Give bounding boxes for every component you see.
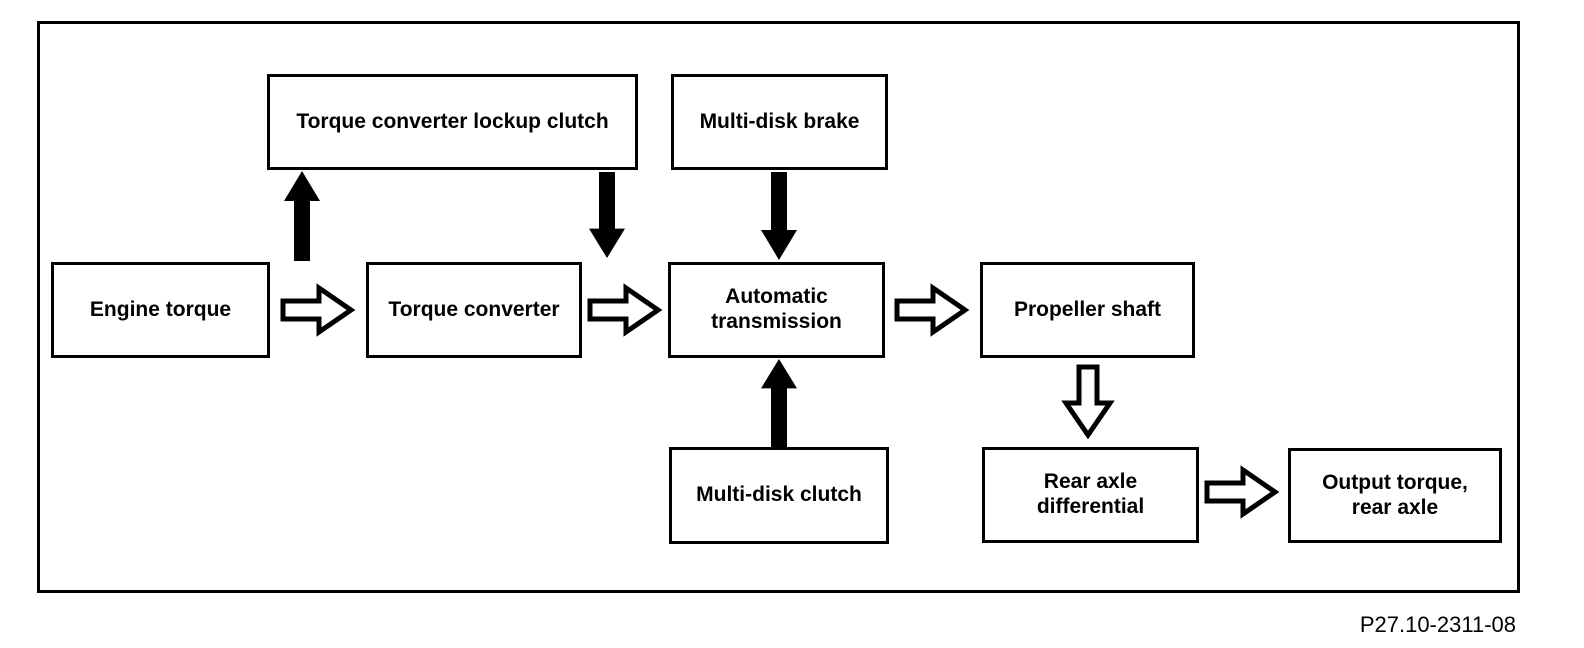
- arrow-automatic-transmission-to-propeller-shaft: [893, 282, 971, 338]
- node-label-engine-torque: Engine torque: [89, 297, 232, 321]
- node-label-output-torque-rear-axle: Output torque, rear axle: [1322, 470, 1468, 519]
- node-label-multi-disk-brake: Multi-disk brake: [699, 109, 860, 133]
- arrow-multi-disk-brake-to-automatic-transmission: [761, 172, 797, 260]
- node-propeller-shaft: Propeller shaft: [980, 262, 1195, 358]
- arrow-down-from-torque-converter-lockup-clutch: [589, 172, 625, 258]
- node-label-multi-disk-clutch: Multi-disk clutch: [696, 483, 862, 507]
- node-label-torque-converter-lockup-clutch: Torque converter lockup clutch: [296, 109, 609, 133]
- figure-code: P27.10-2311-08: [1359, 612, 1516, 637]
- node-label-torque-converter: Torque converter: [388, 297, 560, 321]
- node-multi-disk-clutch: Multi-disk clutch: [669, 447, 889, 544]
- node-label-automatic-transmission: Automatic transmission: [711, 285, 842, 333]
- arrow-multi-disk-clutch-to-automatic-transmission: [761, 359, 797, 447]
- node-label-propeller-shaft: Propeller shaft: [1013, 297, 1162, 321]
- arrow-torque-converter-to-automatic-transmission: [586, 282, 664, 338]
- node-torque-converter: Torque converter: [366, 262, 582, 358]
- node-rear-axle-differential: Rear axle differential: [982, 447, 1199, 543]
- node-multi-disk-brake: Multi-disk brake: [671, 74, 888, 170]
- arrow-propeller-shaft-to-rear-axle-differential: [1060, 363, 1116, 441]
- arrow-engine-torque-to-torque-converter: [279, 282, 357, 338]
- node-automatic-transmission: Automatic transmission: [668, 262, 885, 358]
- node-engine-torque: Engine torque: [51, 262, 270, 358]
- node-output-torque-rear-axle: Output torque, rear axle: [1288, 448, 1502, 543]
- arrow-up-to-torque-converter-lockup-clutch: [284, 171, 320, 261]
- node-torque-converter-lockup-clutch: Torque converter lockup clutch: [267, 74, 638, 170]
- node-label-rear-axle-differential: Rear axle differential: [1036, 470, 1145, 518]
- arrow-rear-axle-differential-to-output-torque: [1203, 464, 1281, 520]
